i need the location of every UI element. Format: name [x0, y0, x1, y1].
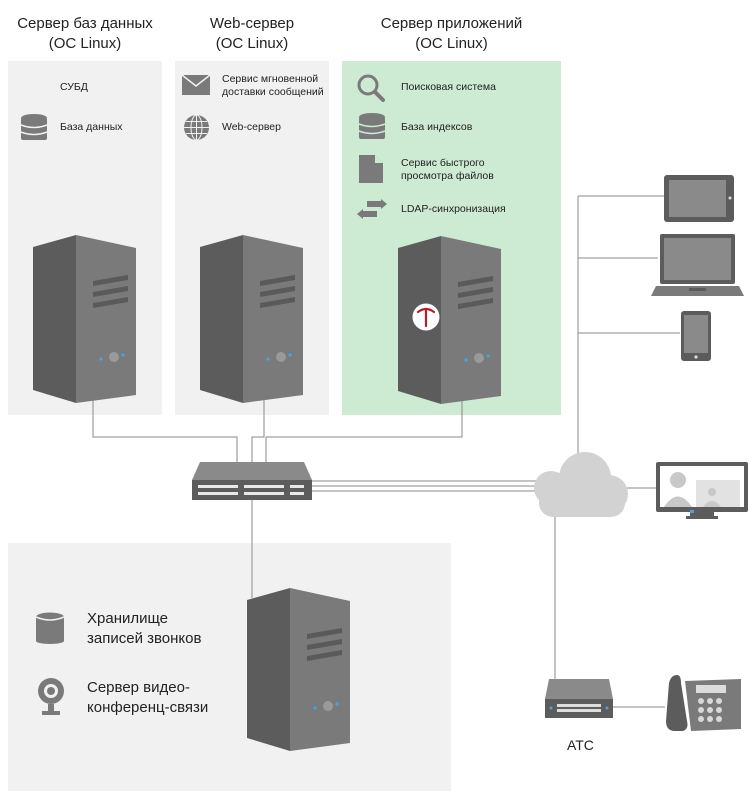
index-database-label: База индексов — [401, 121, 473, 133]
file-icon — [359, 155, 383, 183]
app-server-os: (ОС Linux) — [415, 35, 488, 52]
messaging-service-text: Сервис мгновенной доставки сообщений — [222, 73, 324, 98]
db-server-os: (ОС Linux) — [48, 35, 122, 52]
web-server-tower — [200, 235, 303, 403]
web-server-service-label: Web-сервер — [222, 121, 281, 133]
desk-phone-icon — [666, 675, 741, 731]
wire-web-switch — [251, 398, 265, 462]
database-icon — [20, 114, 48, 140]
file-preview-text: Сервис быстрого просмотра файлов — [401, 157, 494, 182]
index-database-icon — [358, 113, 386, 139]
video-conference-server-line2: конференц-связи — [87, 699, 209, 716]
mail-icon — [182, 75, 210, 95]
web-server-name: Web-сервер — [209, 15, 295, 32]
file-preview-label: Сервис быстрого просмотра файлов — [401, 157, 501, 183]
db-server-title: Сервер баз данных (ОС Linux) — [5, 14, 165, 54]
network-switch — [192, 462, 312, 500]
smartphone-icon — [681, 311, 711, 361]
tablet-landscape-icon — [664, 175, 734, 222]
dbms-label: СУБД — [60, 81, 88, 93]
call-recording-storage-icon — [35, 612, 65, 644]
db-server-tower — [33, 235, 136, 403]
video-conference-server-line1: Сервер видео- — [87, 679, 190, 696]
web-server-title: Web-сервер (ОС Linux) — [172, 14, 332, 54]
video-conference-server-label: Сервер видео- конференц-связи — [87, 678, 208, 718]
globe-icon — [184, 114, 209, 141]
laptop-icon — [651, 234, 744, 296]
webcam-icon — [38, 678, 64, 715]
ldap-sync-label: LDAP-синхронизация — [401, 203, 506, 215]
app-logo-icon — [412, 303, 440, 331]
search-engine-label: Поисковая система — [401, 81, 496, 93]
call-recording-storage-line1: Хранилище — [87, 610, 168, 627]
web-server-os: (ОС Linux) — [215, 35, 289, 52]
messaging-service-label: Сервис мгновенной доставки сообщений — [222, 73, 332, 99]
video-conference-monitor-icon — [656, 462, 748, 519]
pbx-device-icon — [545, 679, 613, 718]
call-recording-storage-label: Хранилище записей звонков — [87, 609, 201, 649]
wire-app-switch — [265, 400, 463, 462]
pbx-label: АТС — [567, 737, 594, 753]
app-server-tower — [398, 236, 501, 404]
database-label: База данных — [60, 121, 123, 133]
sync-arrows-icon — [357, 199, 387, 219]
cloud-icon — [534, 452, 628, 517]
storage-panel — [8, 543, 451, 791]
search-icon — [357, 74, 385, 102]
call-recording-storage-line2: записей звонков — [87, 630, 202, 647]
db-server-name: Сервер баз данных — [17, 15, 153, 32]
wire-db-switch — [92, 398, 238, 462]
app-server-title: Сервер приложений (ОС Linux) — [342, 14, 561, 54]
app-server-name: Сервер приложений — [380, 15, 523, 32]
storage-server-tower — [247, 588, 350, 751]
